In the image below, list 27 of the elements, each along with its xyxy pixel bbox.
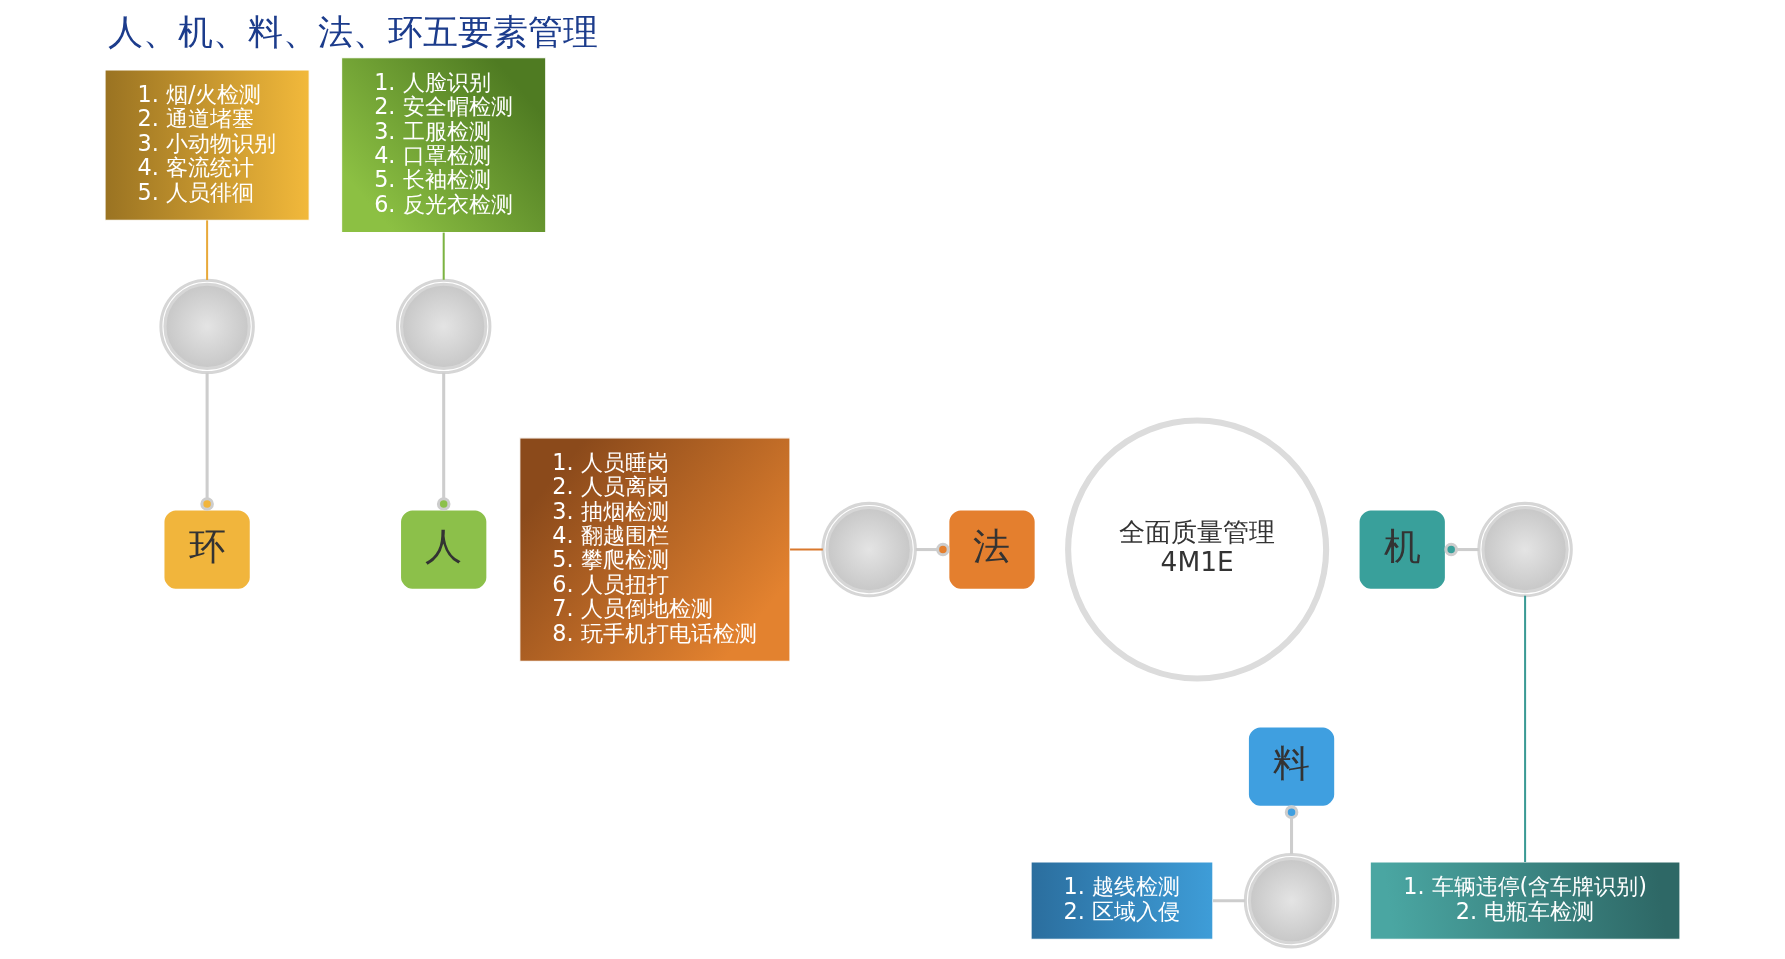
node-box: 人	[399, 508, 489, 591]
node-box: 1. 车辆违停(含车牌识别) 2. 电瓶车检测	[1369, 861, 1681, 940]
node-picture	[159, 278, 255, 375]
connector	[1444, 542, 1479, 557]
connector	[206, 220, 209, 280]
connector	[915, 542, 950, 557]
node-picture	[1477, 501, 1573, 598]
node-box: 1. 越线检测 2. 区域入侵	[1030, 861, 1214, 940]
node-box: 1. 烟/火检测 2. 通道堵塞 3. 小动物识别 4. 客流统计 5. 人员徘徊	[104, 69, 310, 221]
node-picture	[395, 278, 492, 375]
connector	[1284, 805, 1299, 855]
diagram-title: 人、机、料、法、环五要素管理	[108, 11, 599, 52]
connector	[1213, 899, 1246, 903]
node-circle: 全面质量管理 4M1E	[1065, 417, 1330, 682]
connector	[442, 232, 445, 280]
node-box: 机	[1357, 508, 1447, 591]
node-box: 法	[947, 508, 1037, 591]
node-box: 环	[162, 508, 252, 591]
connector	[790, 548, 823, 551]
node-picture	[821, 501, 917, 598]
node-box: 1. 人脸识别 2. 安全帽检测 3. 工服检测 4. 口罩检测 5. 长袖检测 6. 反光衣检测	[341, 57, 547, 233]
connector	[200, 372, 214, 511]
node-box: 1. 人员睡岗 2. 人员离岗 3. 抽烟检测 4. 翻越围栏 5. 攀爬检测 6. 人员扭打 7. 人员倒地检测 8. 玩手机打电话检测	[519, 437, 791, 662]
node-picture	[1243, 852, 1340, 949]
connector	[1524, 595, 1527, 862]
connector	[436, 372, 451, 511]
node-box: 料	[1246, 725, 1337, 808]
